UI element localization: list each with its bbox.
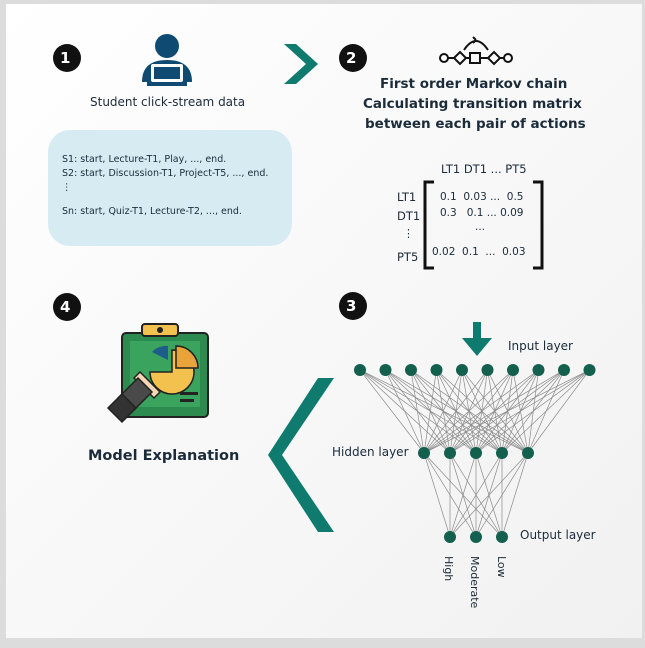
input-node bbox=[354, 364, 366, 376]
matrix-column-header: LT1 DT1 ... PT5 bbox=[441, 162, 527, 176]
matrix-brackets bbox=[423, 180, 544, 270]
network-connections bbox=[359, 369, 590, 538]
arrow-down-icon bbox=[462, 322, 492, 356]
network-edge bbox=[475, 369, 590, 454]
output-layer-label: Output layer bbox=[520, 528, 596, 542]
clickstream-line-4: Sn: start, Quiz-T1, Lecture-T2, ..., end… bbox=[62, 206, 242, 217]
input-node bbox=[583, 364, 596, 376]
network-edge bbox=[423, 369, 488, 454]
network-edge bbox=[423, 369, 437, 454]
step-3-badge bbox=[339, 292, 367, 320]
chevron-right-icon bbox=[284, 44, 318, 84]
matrix-row-values: 0.1 0.03 ... 0.5 bbox=[440, 191, 524, 203]
markov-subtitle-2: between each pair of actions bbox=[365, 116, 586, 132]
matrix-row-label: LT1 bbox=[397, 190, 417, 204]
input-node bbox=[456, 364, 468, 376]
output-label-high: High bbox=[442, 556, 455, 582]
matrix-row-values: 0.02 0.1 ... 0.03 bbox=[432, 246, 526, 258]
step-2-number: 2 bbox=[346, 49, 357, 67]
matrix-row-values: ... bbox=[475, 221, 486, 233]
markov-title: First order Markov chain bbox=[380, 76, 568, 92]
step-1-badge bbox=[53, 44, 81, 72]
clickstream-box: S1: start, Lecture-T1, Play, ..., end. S… bbox=[48, 130, 292, 246]
student-laptop-icon bbox=[142, 34, 192, 86]
network-edge bbox=[527, 369, 590, 454]
network-edge bbox=[501, 369, 590, 454]
network-edge bbox=[449, 452, 477, 538]
markov-subtitle-1: Calculating transition matrix bbox=[363, 96, 582, 112]
network-edge bbox=[501, 452, 529, 538]
matrix-row-label: DT1 bbox=[397, 209, 421, 223]
input-node bbox=[405, 364, 417, 376]
step-2-badge bbox=[339, 44, 367, 72]
network-edge bbox=[423, 369, 539, 454]
chevron-left-icon bbox=[268, 378, 334, 532]
hidden-node bbox=[496, 447, 508, 459]
network-edge bbox=[449, 452, 529, 538]
matrix-row-label: PT5 bbox=[397, 250, 419, 264]
network-edge bbox=[449, 452, 503, 538]
clickstream-line-2: S2: start, Discussion-T1, Project-T5, ..… bbox=[62, 168, 269, 179]
output-node bbox=[496, 531, 508, 543]
background-panel bbox=[6, 4, 642, 638]
network-edge bbox=[423, 369, 514, 454]
network-edge bbox=[423, 369, 590, 454]
output-node bbox=[444, 531, 456, 543]
model-explanation-label: Model Explanation bbox=[88, 448, 240, 464]
clickstream-line-1: S1: start, Lecture-T1, Play, ..., end. bbox=[62, 154, 227, 165]
step-4-number: 4 bbox=[60, 298, 71, 316]
matrix-row-label: ⋮ bbox=[403, 227, 414, 240]
network-edge bbox=[475, 452, 529, 538]
matrix-row-values: 0.3 0.1 ... 0.09 bbox=[440, 207, 524, 219]
output-node bbox=[470, 531, 482, 543]
hidden-node bbox=[470, 447, 482, 459]
network-edge bbox=[385, 369, 425, 454]
network-nodes bbox=[354, 364, 596, 543]
input-layer-label: Input layer bbox=[508, 339, 573, 353]
hidden-layer-label: Hidden layer bbox=[332, 445, 409, 459]
input-node bbox=[379, 364, 392, 376]
model-explanation-icon bbox=[106, 323, 209, 424]
output-label-low: Low bbox=[495, 556, 508, 578]
input-node bbox=[532, 364, 545, 376]
network-edge bbox=[410, 369, 425, 454]
output-label-moderate: Moderate bbox=[468, 556, 481, 609]
clickstream-label: Student click-stream data bbox=[90, 95, 246, 109]
input-node bbox=[507, 364, 519, 376]
step-4-badge bbox=[53, 293, 81, 321]
step-3-number: 3 bbox=[346, 297, 357, 315]
clickstream-line-3: ⋮ bbox=[62, 182, 72, 193]
input-node bbox=[481, 364, 494, 376]
network-edge bbox=[423, 369, 565, 454]
hidden-node bbox=[418, 447, 430, 459]
step-1-number: 1 bbox=[60, 49, 71, 67]
markov-chain-icon bbox=[439, 36, 513, 66]
input-node bbox=[558, 364, 570, 376]
network-edge bbox=[359, 369, 425, 454]
hidden-node bbox=[522, 447, 534, 459]
hidden-node bbox=[444, 447, 456, 459]
network-edge bbox=[449, 369, 590, 454]
input-node bbox=[430, 364, 443, 376]
network-edge bbox=[423, 452, 451, 538]
network-edge bbox=[423, 369, 463, 454]
